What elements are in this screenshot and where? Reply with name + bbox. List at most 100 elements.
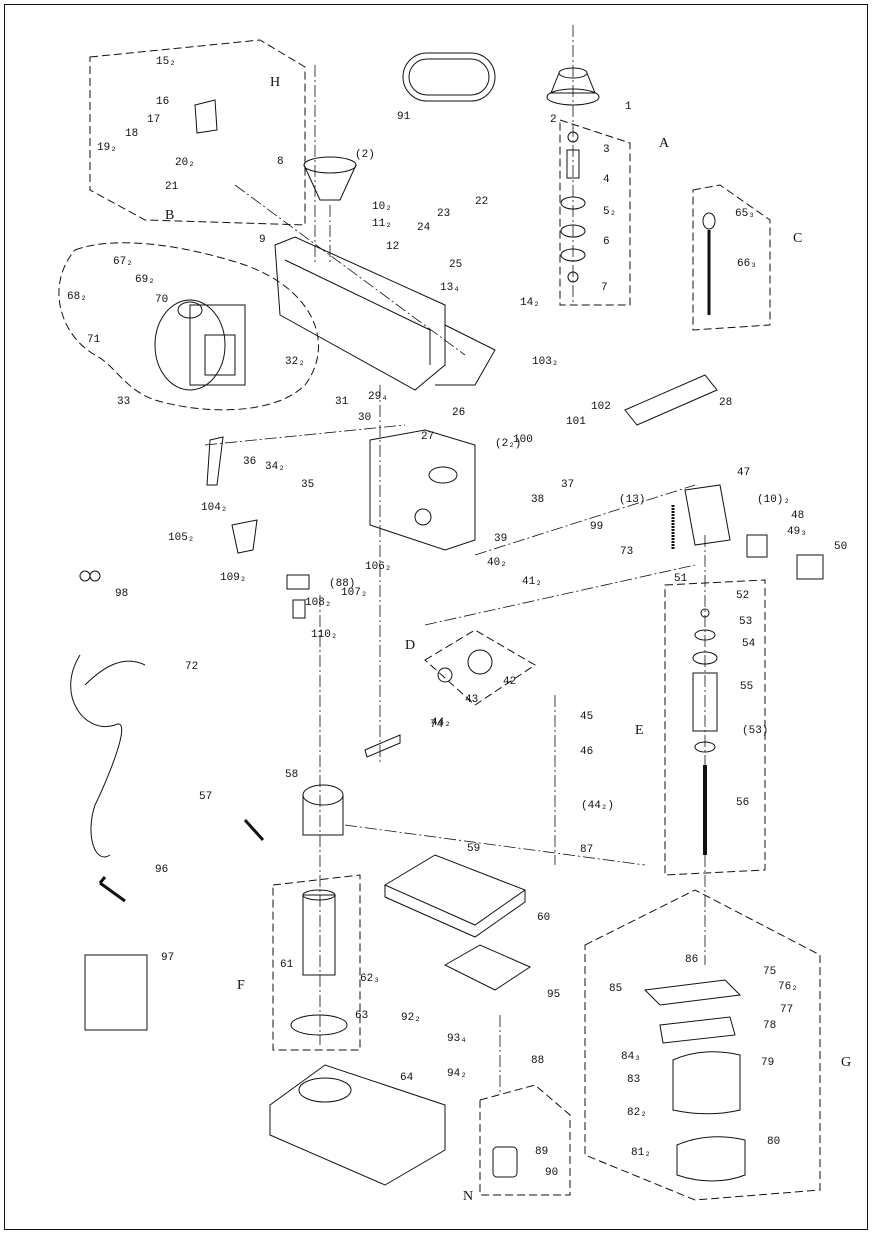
part-label-6: 6	[603, 236, 610, 248]
part-label-62: 62₃	[360, 973, 380, 985]
part-label-90: 90	[545, 1167, 559, 1179]
table-collar-body	[302, 795, 344, 836]
part-label-8: 8	[277, 156, 284, 168]
motor-pulley-body	[303, 164, 357, 201]
part-label-96: 96	[155, 864, 169, 876]
part-label-92: 92₂	[401, 1012, 421, 1024]
group-label-g: G	[841, 1055, 852, 1070]
part-label-105: 105₂	[168, 532, 195, 544]
part-label-108: 108₂	[305, 597, 332, 609]
centre-lines	[204, 25, 706, 1095]
part-label-72: 72	[185, 661, 199, 673]
depth-stop	[231, 519, 258, 554]
group-g-outline	[584, 889, 821, 1201]
work-table	[383, 854, 527, 926]
exploded-parts-drawing	[58, 25, 824, 1201]
spring-cap	[437, 667, 453, 683]
part-label-97: 97	[161, 952, 175, 964]
spare-brush-a	[79, 570, 91, 582]
part-label-22: 22	[475, 196, 489, 208]
part-label-10-paren: (10)₂	[757, 494, 791, 506]
part-label-67: 67₂	[113, 256, 133, 268]
part-label-26: 26	[452, 407, 466, 419]
part-label-101: 101	[566, 416, 586, 428]
part-label-65: 65₃	[735, 208, 755, 220]
machine-base	[269, 1064, 446, 1186]
part-label-68: 68₂	[67, 291, 87, 303]
part-label-17: 17	[147, 114, 161, 126]
part-label-2: 2	[550, 114, 557, 126]
quill-oring	[692, 651, 718, 665]
part-label-13-paren: (13)	[619, 494, 646, 506]
part-label-71: 71	[87, 334, 101, 346]
quill-ring	[700, 608, 710, 618]
motor-housing	[189, 304, 246, 386]
base-column-seat	[298, 1077, 352, 1103]
group-a-outline	[559, 119, 631, 306]
feed-shaft	[624, 374, 718, 426]
switch-mount	[194, 99, 218, 134]
part-label-102: 102	[591, 401, 611, 413]
column-flange	[290, 1014, 348, 1036]
part-label-73: 73	[620, 546, 634, 558]
group-label-b: B	[165, 208, 175, 223]
part-label-78: 78	[763, 1020, 777, 1032]
table-lock-handle	[243, 818, 265, 842]
switch-button	[796, 554, 824, 580]
part-label-45: 45	[580, 711, 594, 723]
part-label-104: 104₂	[201, 502, 228, 514]
spindle-ring-a	[567, 131, 579, 143]
part-label-75: 75	[763, 966, 777, 978]
part-label-55: 55	[740, 681, 754, 693]
part-label-69: 69₂	[135, 274, 155, 286]
quill-bearing-a	[694, 629, 716, 641]
part-label-7: 7	[601, 282, 608, 294]
group-label-h: H	[270, 75, 281, 90]
part-label-12: 12	[386, 241, 400, 253]
group-d-outline	[424, 629, 536, 706]
part-label-10: 10₂	[372, 201, 392, 213]
part-label-100: 100	[513, 434, 533, 446]
part-label-88-paren: (88)	[329, 578, 356, 590]
part-label-53-paren: (53)	[742, 725, 769, 737]
part-label-93: 93₄	[447, 1033, 467, 1045]
group-b-outline	[58, 242, 319, 411]
part-label-48: 48	[791, 510, 805, 522]
instruction-manual	[84, 954, 148, 1031]
belt	[402, 52, 496, 102]
part-label-29: 29₄	[368, 391, 388, 403]
motor-body	[154, 299, 226, 391]
part-label-23: 23	[437, 208, 451, 220]
rack-segment	[364, 734, 401, 758]
part-label-99: 99	[590, 521, 604, 533]
part-label-16: 16	[156, 96, 170, 108]
part-label-58: 58	[285, 769, 299, 781]
spindle-pulley-step	[550, 72, 596, 94]
part-label-3: 3	[603, 144, 610, 156]
part-label-27: 27	[421, 431, 435, 443]
part-label-66: 66₃	[737, 258, 757, 270]
spindle-bearing-c	[560, 248, 586, 262]
group-e-outline	[664, 579, 766, 876]
part-label-86: 86	[685, 954, 699, 966]
part-label-19: 19₂	[97, 142, 117, 154]
chuck-shield-lower	[676, 1136, 746, 1182]
return-spring	[467, 649, 493, 675]
group-label-a: A	[659, 136, 670, 151]
group-outlines	[58, 39, 821, 1201]
part-label-81: 81₂	[631, 1147, 651, 1159]
chuck-guard-ring	[643, 979, 742, 1006]
lock-block	[286, 574, 310, 590]
part-label-32: 32₂	[285, 356, 305, 368]
part-label-84: 84₃	[621, 1051, 641, 1063]
arbor-key	[206, 436, 224, 486]
part-label-14: 14₂	[520, 297, 540, 309]
part-label-70: 70	[155, 294, 169, 306]
part-label-95: 95	[547, 989, 561, 1001]
part-label-64: 64	[400, 1072, 414, 1084]
part-label-42: 42	[503, 676, 517, 688]
spindle-ring-b	[567, 271, 579, 283]
quill-sleeve	[692, 672, 718, 732]
switch-plate	[746, 534, 768, 558]
part-label-47: 47	[737, 467, 751, 479]
